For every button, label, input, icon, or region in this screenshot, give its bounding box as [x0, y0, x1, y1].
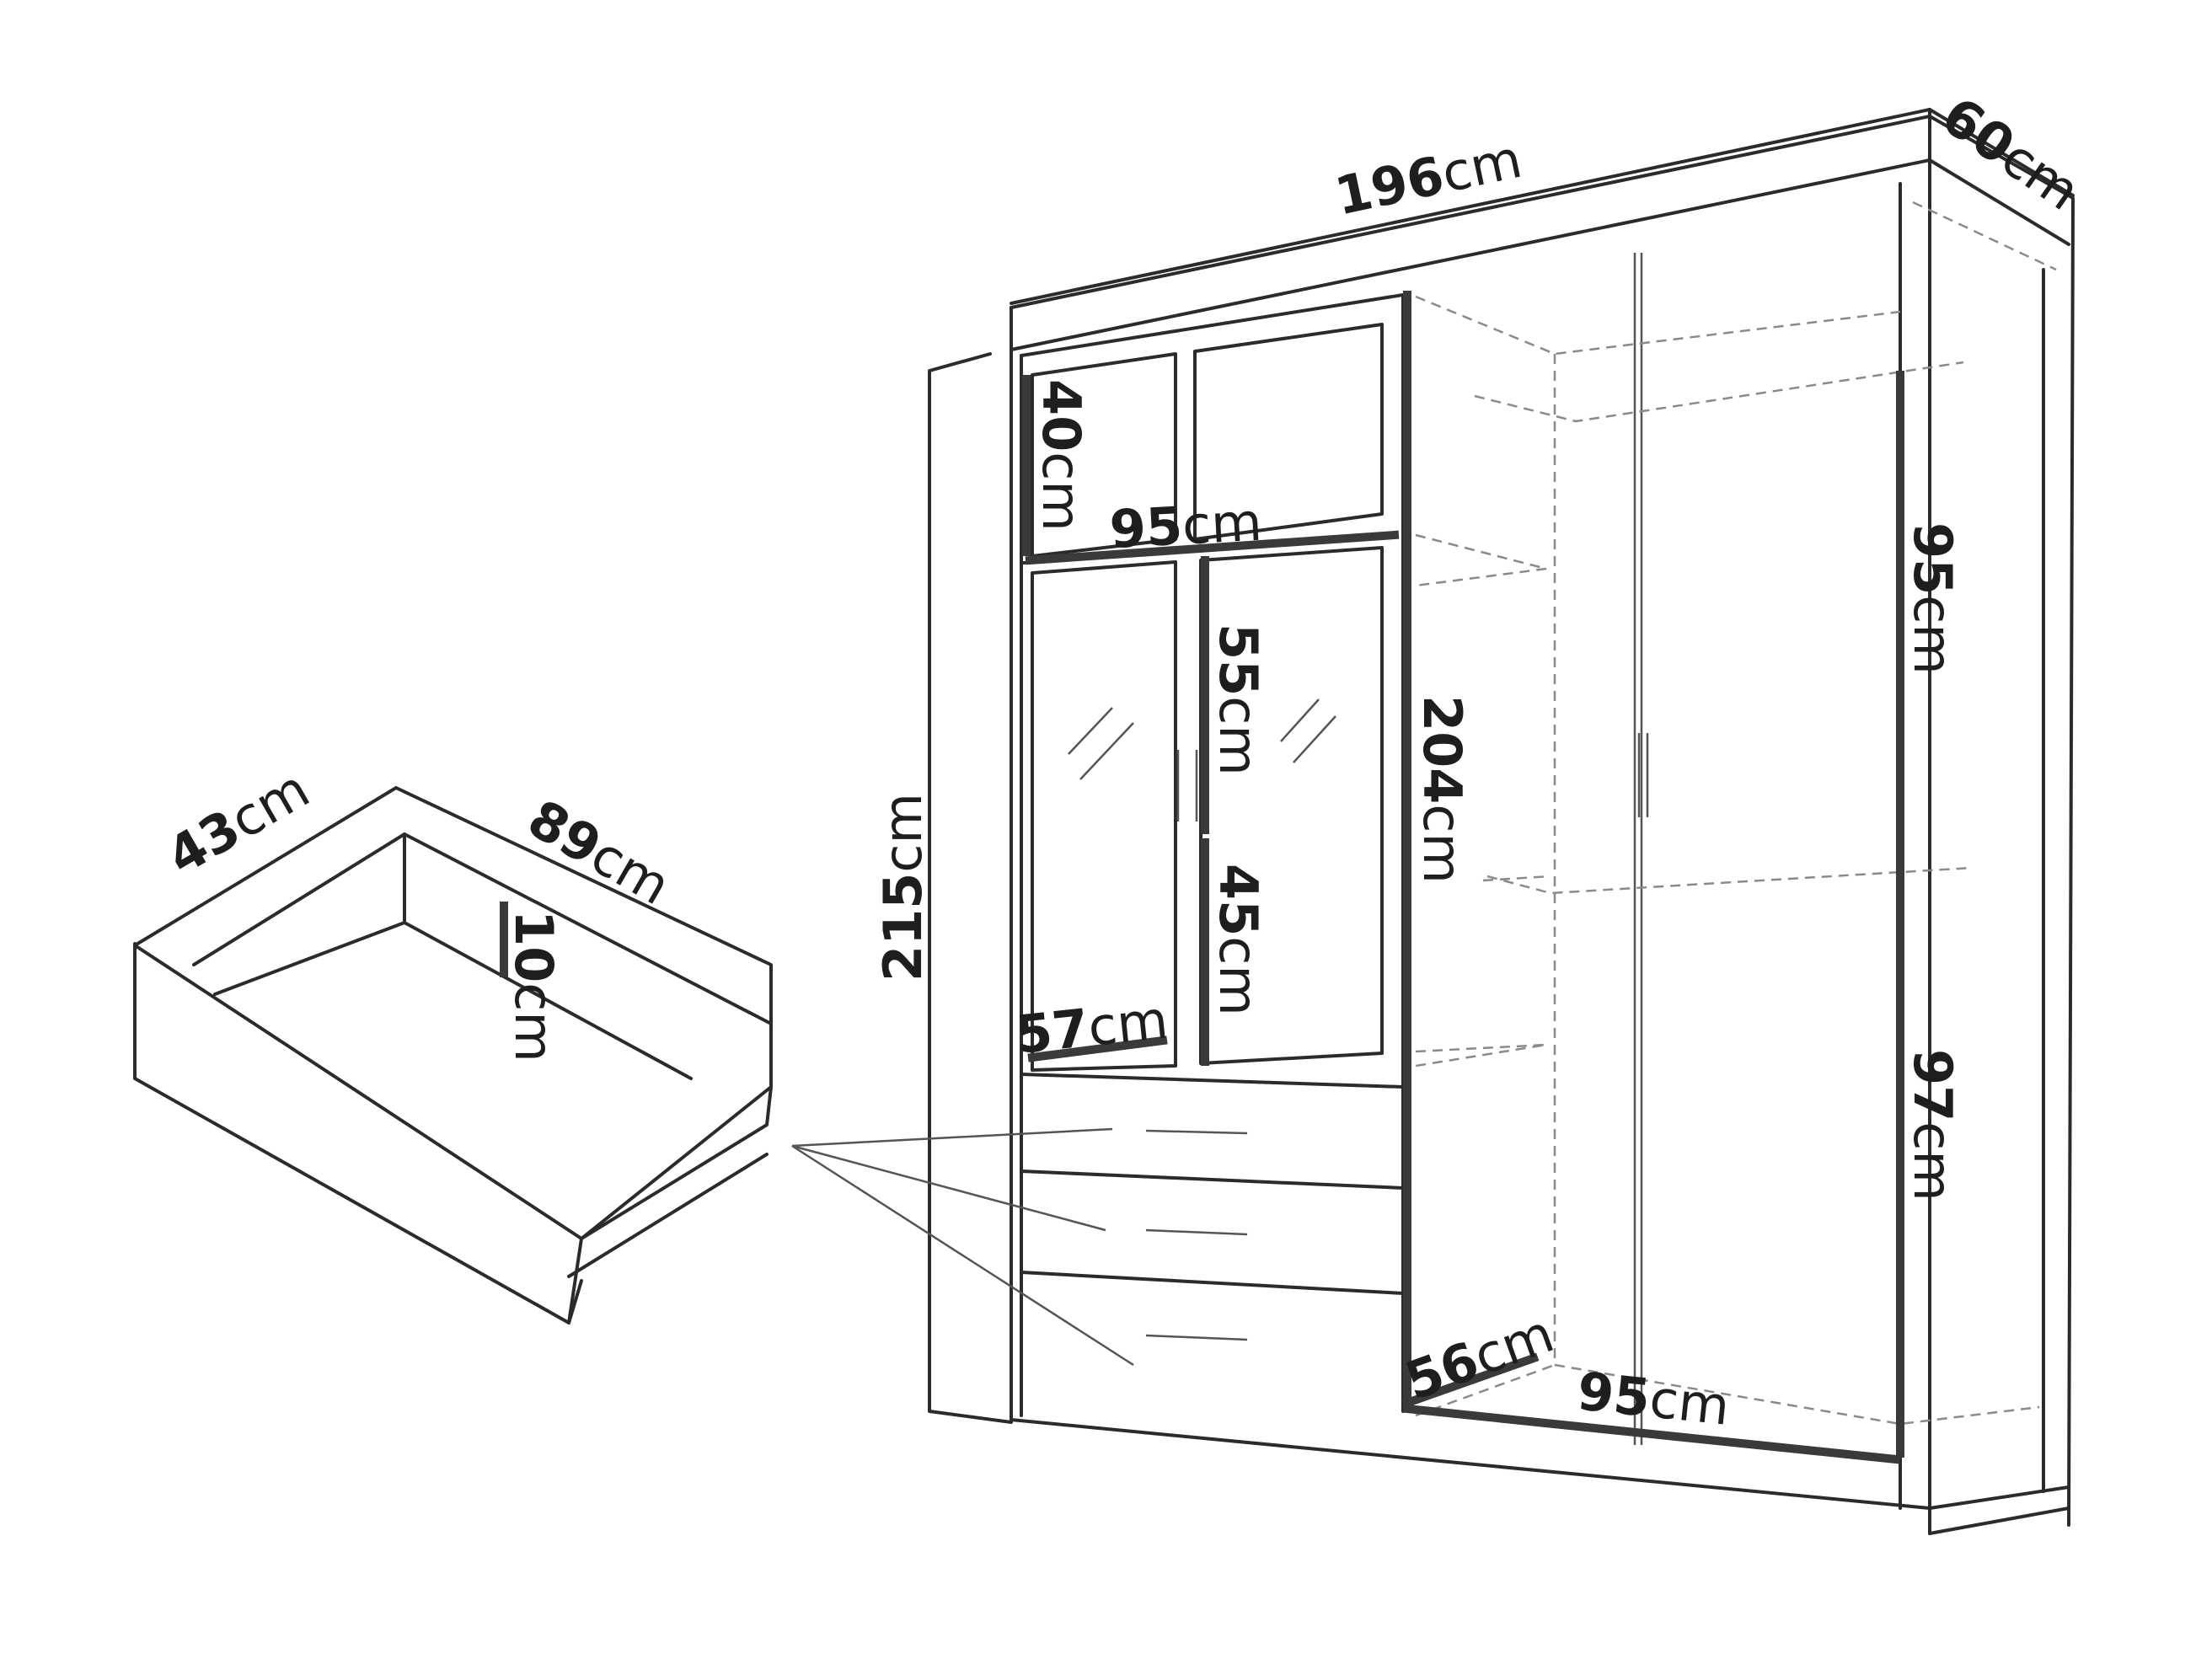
upper-rail-height-value: 95 [1902, 522, 1963, 595]
shelf-depth-unit: cm [1085, 988, 1171, 1057]
inner-height-unit: cm [1411, 804, 1473, 883]
shelf-depth-label: 57cm [1013, 988, 1170, 1065]
upper-glass-height-label: 55cm [1208, 623, 1269, 776]
drawer-pointer-lines [791, 1127, 1134, 1367]
width-total-unit: cm [1437, 128, 1528, 205]
lower-rail-height-label: 97cm [1902, 1049, 1963, 1201]
left-width-value: 95 [1108, 495, 1184, 560]
inner-height-label: 204cm [1411, 695, 1473, 884]
dimension-lines [500, 108, 2075, 1464]
height-total-label: 215cm [872, 793, 934, 982]
drawer-height-unit: cm [503, 982, 565, 1062]
height-total-value: 215 [872, 873, 934, 982]
left-width-label: 95cm [1108, 491, 1263, 560]
bottom-depth-label: 56cm [1397, 1303, 1561, 1412]
lower-glass-height-unit: cm [1208, 936, 1269, 1015]
shelf-depth-value: 57 [1013, 997, 1091, 1066]
wardrobe-outline [1010, 115, 2075, 1535]
drawer-height-label: 10cm [503, 910, 565, 1062]
right-width-unit: cm [1647, 1367, 1733, 1437]
top-box-height-unit: cm [1031, 452, 1092, 531]
drawer-depth-label: 43cm [157, 757, 319, 887]
lower-glass-height-label: 45cm [1208, 864, 1269, 1016]
upper-glass-height-unit: cm [1208, 696, 1269, 775]
upper-rail-height-unit: cm [1902, 595, 1963, 674]
width-total-label: 196cm [1330, 128, 1527, 227]
lower-glass-height-value: 45 [1208, 864, 1269, 936]
drawer-height-value: 10 [503, 910, 565, 982]
top-box-height-value: 40 [1031, 379, 1092, 452]
depth-total-label: 60cm [1931, 84, 2091, 222]
lower-rail-height-value: 97 [1902, 1049, 1963, 1121]
top-box-height-label: 40cm [1031, 379, 1092, 532]
drawer-outline [133, 786, 773, 1325]
height-total-unit: cm [872, 793, 934, 872]
upper-glass-height-value: 55 [1208, 623, 1269, 696]
inner-height-value: 204 [1411, 695, 1473, 804]
lower-rail-height-unit: cm [1902, 1121, 1963, 1201]
upper-rail-height-label: 95cm [1902, 522, 1963, 675]
left-width-unit: cm [1181, 491, 1263, 557]
height-extension-line [928, 352, 1013, 1424]
right-width-value: 95 [1574, 1360, 1652, 1429]
drawer-width-label: 89cm [518, 788, 681, 918]
right-width-label: 95cm [1574, 1360, 1732, 1437]
